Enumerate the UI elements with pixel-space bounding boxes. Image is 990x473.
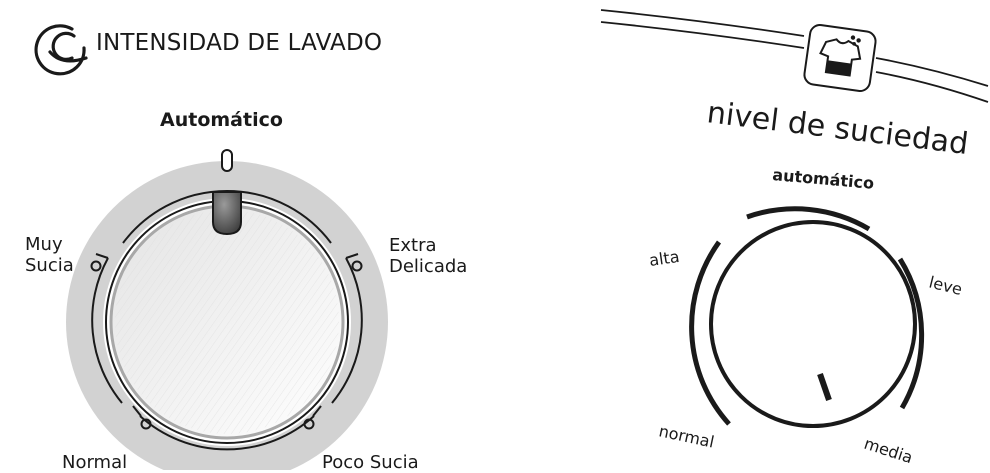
marker-muy-sucia <box>90 253 109 272</box>
intensity-icon <box>34 24 88 76</box>
dial-track-arc-bottom <box>139 415 315 451</box>
label-muy-sucia[interactable]: Muy Sucia <box>25 234 74 276</box>
dial-track-arc-right <box>331 257 363 404</box>
soil-arc-automatico <box>746 206 871 232</box>
soiled-shirt-icon <box>803 23 877 93</box>
soil-title-group: nivel de suciedad automático alta leve n… <box>648 95 970 467</box>
label-automatico[interactable]: Automático <box>160 109 283 131</box>
soil-label-automatico: automático <box>772 165 875 193</box>
marker-extra-delicada <box>345 253 363 272</box>
marker-poco-sucia <box>303 405 322 430</box>
soil-label-normal: normal <box>657 421 716 451</box>
soil-arc-left <box>689 240 731 426</box>
soil-title: nivel de suciedad <box>705 95 970 162</box>
label-extra-delicada[interactable]: Extra Delicada <box>389 235 468 277</box>
label-normal[interactable]: Normal <box>62 452 128 473</box>
panel-swoosh <box>600 9 989 103</box>
soil-knob <box>709 220 917 428</box>
label-poco-sucia[interactable]: Poco Sucia <box>322 452 419 473</box>
soil-label-alta: alta <box>648 247 681 270</box>
soil-arc-right <box>897 257 925 410</box>
intensity-title: INTENSIDAD DE LAVADO <box>96 30 383 56</box>
soil-label-media: media <box>862 434 915 467</box>
marker-normal <box>132 405 152 430</box>
soil-pointer <box>817 373 832 401</box>
soil-label-leve: leve <box>927 272 964 299</box>
soil-level-dial[interactable] <box>689 206 925 428</box>
intensity-dial[interactable] <box>66 149 388 470</box>
dial-pointer <box>212 191 242 236</box>
dial-track-arc-left <box>91 257 123 404</box>
marker-automatico <box>221 149 233 172</box>
